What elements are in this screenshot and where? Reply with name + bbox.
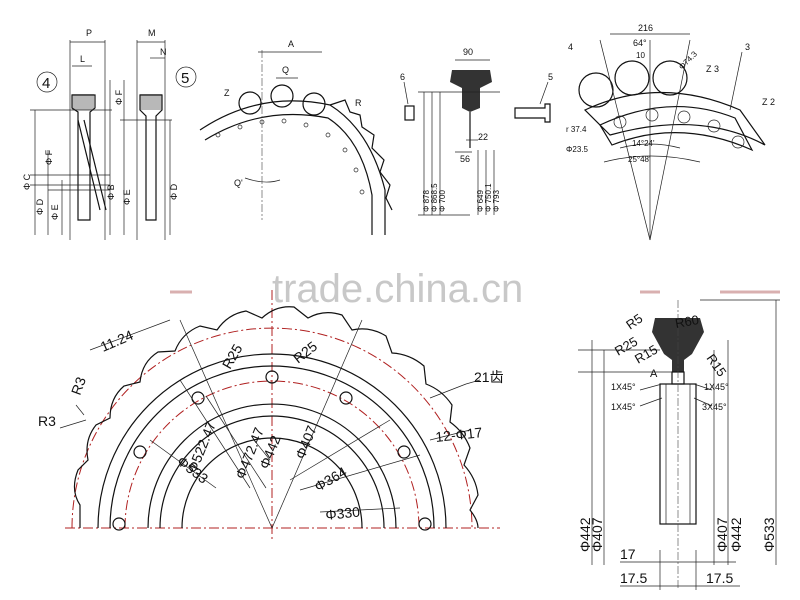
dim-M: M (148, 28, 156, 38)
dim-Q: Q (282, 65, 289, 75)
dim-r374: r 37.4 (566, 125, 587, 134)
sec-R442: Φ442 (728, 517, 744, 552)
shoe-profile (450, 70, 492, 112)
dim-phi235: Φ23.5 (566, 145, 589, 154)
dim-phiE-b: Φ E (122, 189, 132, 205)
shoe-section-view: 90 22 56 6 5 Φ 878 Φ 868.5 Φ 700 Φ 649 Φ… (400, 47, 553, 216)
sec-w17: 17 (620, 546, 636, 562)
sec-R15-b: R15 (704, 351, 730, 379)
label-3: 3 (745, 42, 750, 52)
dim-750: Φ 750.1 (484, 183, 493, 212)
view-4-label: 4 (42, 75, 50, 92)
view-5-label: 5 (181, 70, 189, 87)
bolt-5 (514, 103, 551, 123)
watermark: trade.china.cn (272, 267, 523, 311)
dim-phiF-a: Φ F (44, 149, 54, 165)
dim-649: Φ 649 (476, 189, 485, 212)
sec-w175-a: 17.5 (620, 570, 647, 586)
sec-chamfer-2: 1X45° (611, 402, 636, 412)
dim-330: Φ330 (325, 503, 361, 523)
sprocket-teeth (329, 99, 393, 211)
sec-L442: Φ442 (577, 517, 593, 552)
sec-R533: Φ533 (761, 517, 777, 552)
dim-407: Φ407 (292, 423, 320, 461)
view-5-circle (175, 66, 197, 88)
sec-chamfer-4: 3X45° (702, 402, 727, 412)
dim-700: Φ 700 (438, 189, 447, 212)
main-sprocket-view: 11.24 R3 R3 R25 R25 21齿 Φ522.47 Φ472.47 … (38, 290, 504, 540)
dim-868: Φ 868.5 (430, 183, 439, 212)
sec-chamfer-3: 1X45° (704, 382, 729, 392)
dim-R3-a: R3 (68, 375, 89, 397)
dim-364: Φ364 (312, 463, 350, 494)
dim-R25-b: R25 (290, 338, 320, 367)
dim-phi74: Φ74.3 (677, 49, 699, 71)
dim-11-24: 11.24 (98, 327, 136, 355)
view-4-circle (36, 71, 58, 93)
dim-878: Φ 878 (422, 189, 431, 212)
chain-segment-view: 216 64° 4 3 10 Φ74.3 Z 3 Z 2 r 37.4 Φ23.… (566, 23, 775, 241)
label-R: R (355, 98, 362, 108)
label-Qprime: Q' (234, 178, 243, 188)
dim-1424: 14°24' (632, 139, 655, 148)
dim-N: N (160, 47, 167, 57)
dim-phiF-b: Φ F (114, 89, 124, 105)
dim-22: 22 (478, 132, 488, 142)
label-z3: Z 3 (706, 64, 719, 74)
dim-P: P (86, 28, 92, 38)
sec-w175-b: 17.5 (706, 570, 733, 586)
dim-L: L (80, 54, 85, 64)
cross-section-view: R5 R60 R25 R15 R15 A 1X45° 1X45° 1X45° 3… (577, 299, 780, 590)
dim-10: 10 (636, 51, 645, 60)
dim-holes: 12-Φ17 (435, 424, 484, 445)
section-views-4-5: 4 P L Φ C Φ D Φ E Φ F Φ B 5 M N (22, 28, 197, 240)
label-4: 4 (568, 42, 573, 52)
dim-phiC: Φ C (22, 173, 32, 190)
label-5: 5 (548, 72, 553, 82)
sec-chamfer-1: 1X45° (611, 382, 636, 392)
sec-R5: R5 (623, 311, 645, 333)
dim-phiD-b: Φ D (169, 183, 179, 200)
sec-L407: Φ407 (589, 517, 605, 552)
bolt-6 (404, 105, 415, 121)
sec-R407: Φ407 (714, 517, 730, 552)
sprocket-segment-view: A Q Z R Q' (199, 39, 393, 235)
sec-A: A (650, 368, 658, 380)
dim-64deg: 64° (633, 38, 647, 48)
dim-793: Φ 793 (492, 189, 501, 212)
dim-phiD-a: Φ D (35, 198, 45, 215)
label-6: 6 (400, 72, 405, 82)
dim-90: 90 (463, 47, 473, 57)
profile-5 (139, 94, 163, 221)
dim-phiE-a: Φ E (50, 204, 60, 220)
sec-R60: R60 (674, 312, 700, 331)
dim-56: 56 (460, 154, 470, 164)
label-z2: Z 2 (762, 97, 775, 107)
dim-2548: 25°48' (628, 155, 651, 164)
label-teeth: 21齿 (474, 369, 504, 385)
dim-A: A (288, 39, 294, 49)
label-Z: Z (224, 88, 230, 98)
gear-teeth-outline (73, 306, 479, 529)
dim-phiB: Φ B (106, 184, 116, 200)
profile-4 (71, 94, 96, 221)
dim-216: 216 (638, 23, 653, 33)
dim-R3-b: R3 (38, 413, 56, 429)
